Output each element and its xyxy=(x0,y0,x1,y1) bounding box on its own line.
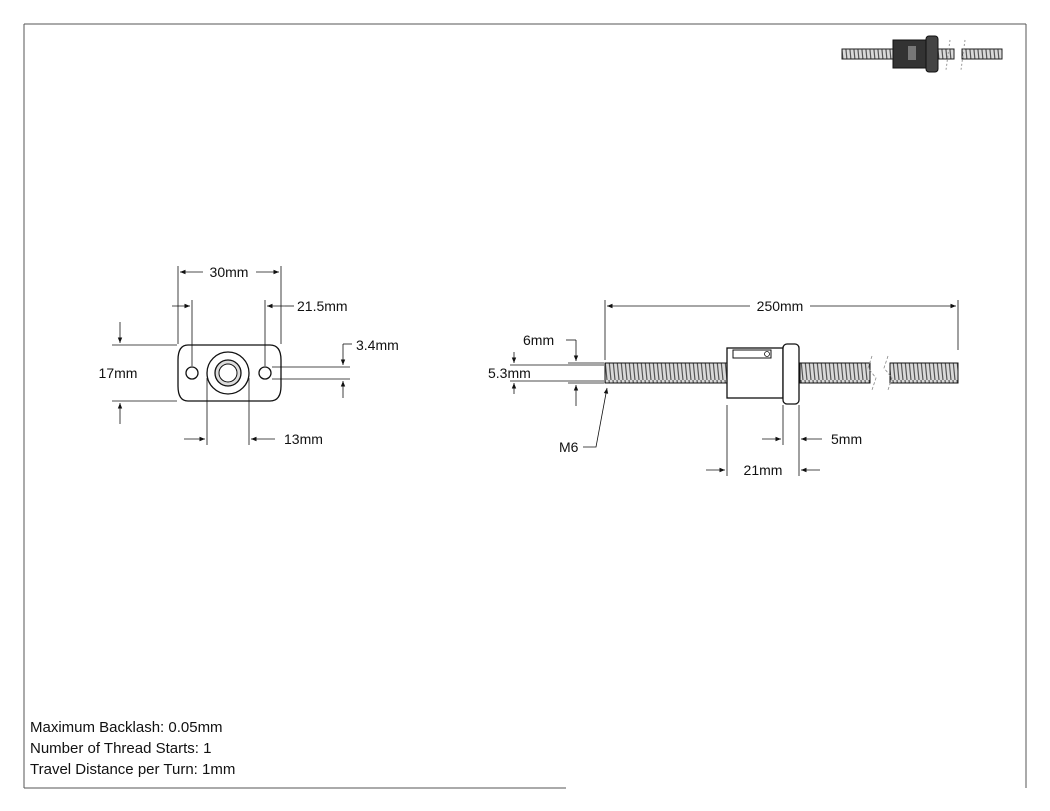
dim-hole-spacing: 21.5mm xyxy=(297,298,348,314)
threaded-rod-right xyxy=(889,362,959,384)
dim-flange-to-shaft: 6mm xyxy=(523,332,554,348)
threaded-rod-mid xyxy=(799,362,871,384)
nut-slot xyxy=(732,349,772,359)
dim-height: 17mm xyxy=(99,365,138,381)
isometric-thumbnail xyxy=(841,35,1003,73)
nut-flange xyxy=(782,343,800,405)
note-travel: Travel Distance per Turn: 1mm xyxy=(30,761,236,778)
note-thread-starts: Number of Thread Starts: 1 xyxy=(30,740,212,757)
dim-hole-diameter: 3.4mm xyxy=(356,337,399,353)
dim-boss-diameter: 13mm xyxy=(284,431,323,447)
front-view xyxy=(112,266,352,445)
note-backlash: Maximum Backlash: 0.05mm xyxy=(30,719,223,736)
threaded-rod-left xyxy=(604,362,728,384)
side-view xyxy=(510,300,959,476)
mounting-hole-right xyxy=(258,366,272,380)
dim-flange-thickness: 5mm xyxy=(831,431,862,447)
dim-thread-size: M6 xyxy=(559,439,579,455)
dim-length: 250mm xyxy=(757,298,804,314)
boss-circle xyxy=(206,351,250,395)
sheet-border xyxy=(23,23,1027,789)
dim-width: 30mm xyxy=(210,264,249,280)
break-line xyxy=(867,355,877,391)
dim-shaft-diameter: 5.3mm xyxy=(488,365,531,381)
thread-inner xyxy=(218,363,238,383)
dim-nut-length: 21mm xyxy=(744,462,783,478)
mounting-hole-left xyxy=(185,366,199,380)
